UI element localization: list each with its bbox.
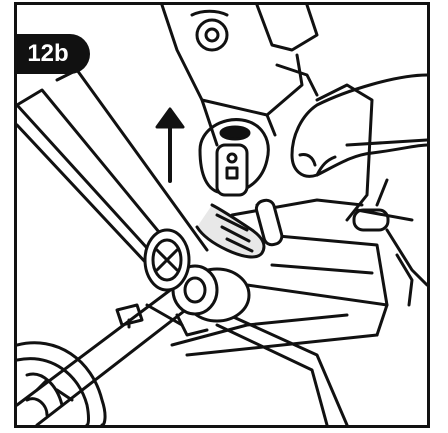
arrow-up-icon	[155, 107, 185, 183]
stroller-illustration	[17, 5, 427, 425]
illustration-frame	[14, 2, 430, 428]
stroller-frame-tubes	[17, 68, 389, 425]
basket	[145, 233, 389, 357]
front-wheel	[143, 228, 191, 292]
left-hand	[195, 198, 284, 259]
release-button-icon	[198, 118, 270, 197]
frame-peg	[115, 303, 144, 329]
rear-wheel	[17, 341, 107, 425]
right-hand	[290, 73, 427, 178]
step-number-badge: 12b	[14, 34, 90, 74]
seat-frame	[230, 83, 427, 307]
car-seat-top	[160, 5, 319, 147]
